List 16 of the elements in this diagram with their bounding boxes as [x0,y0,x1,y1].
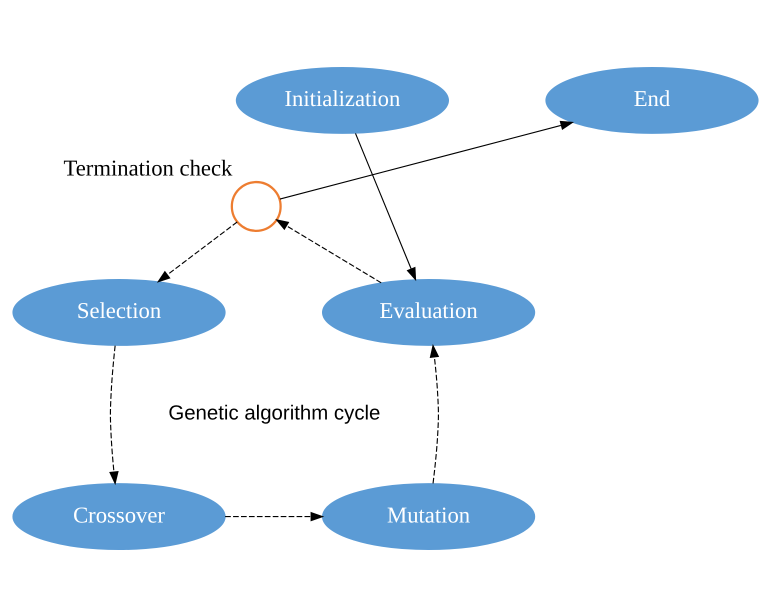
arrow [280,120,574,200]
arrow [430,343,440,483]
arrow [109,345,119,485]
arrow [275,218,382,283]
node-ellipse: Mutation [322,482,536,550]
node-ellipse: Crossover [12,482,226,550]
node-ellipse: Selection [12,278,226,346]
arrow [225,511,324,521]
node-label: Termination check [63,154,232,180]
node-ellipse: Evaluation [322,278,536,346]
label: Genetic algorithm cycle [168,402,380,424]
node-ellipse: End [545,66,759,134]
node-circle [230,180,282,232]
arrow [156,221,238,282]
arrow [354,132,416,281]
node-ellipse: Initialization [236,66,449,134]
